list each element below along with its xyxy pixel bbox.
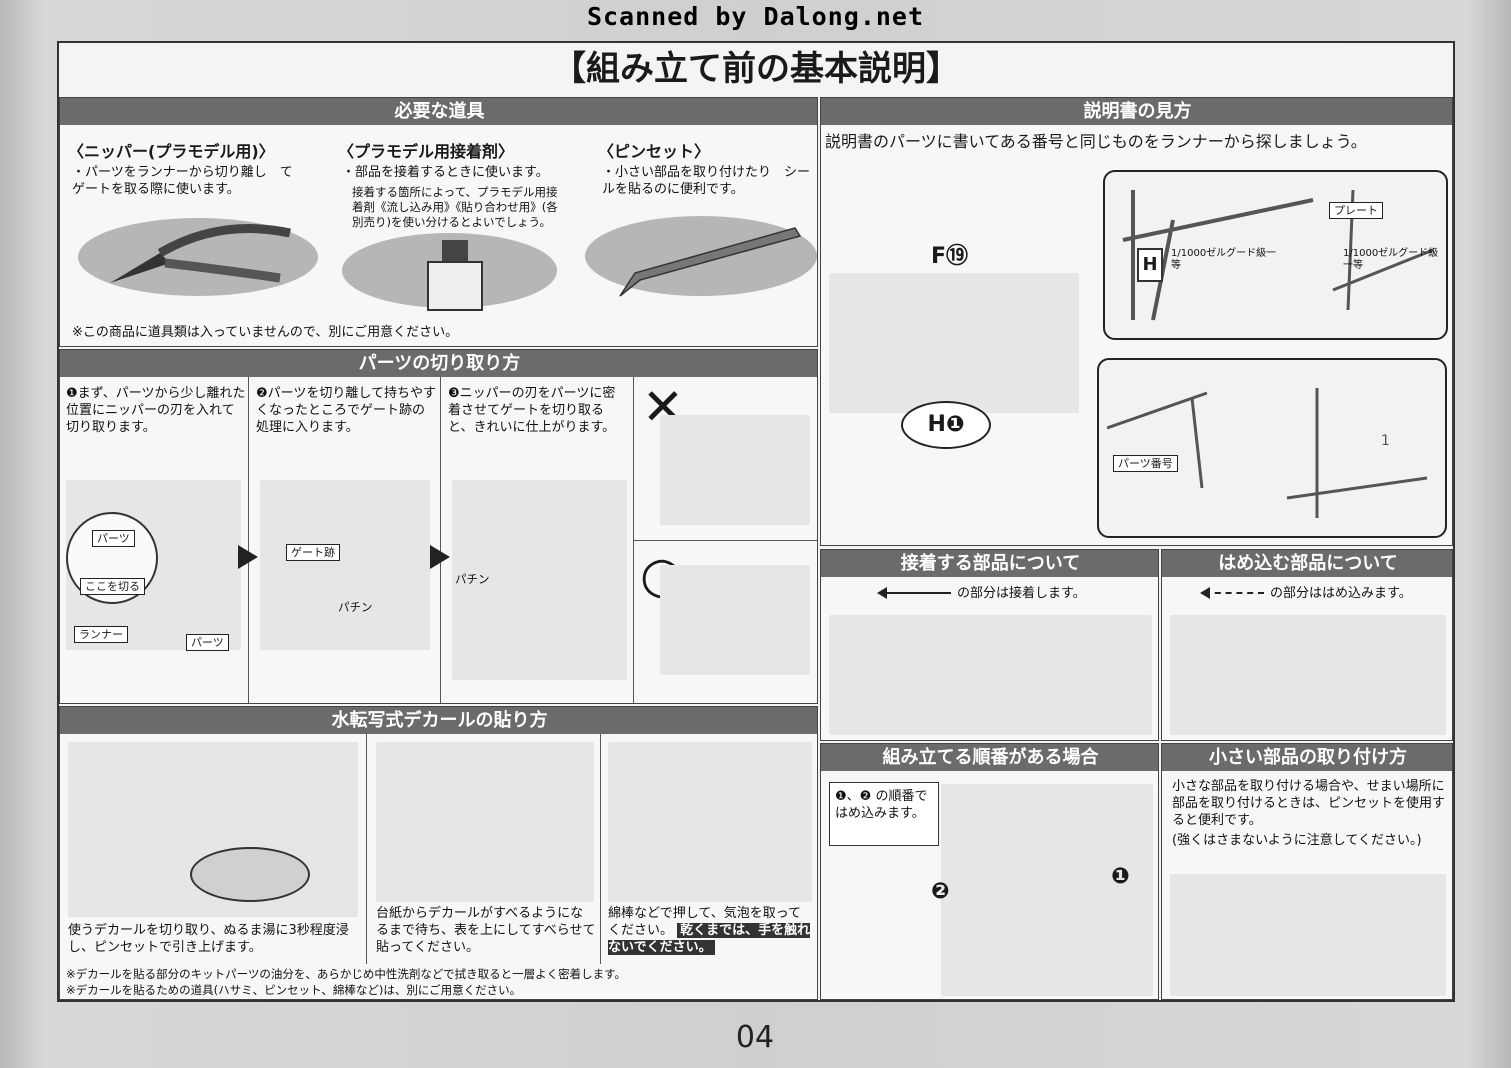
order-header: 組み立てる順番がある場合 bbox=[821, 744, 1158, 771]
decal-header: 水転写式デカールの貼り方 bbox=[60, 707, 817, 734]
manual-section: 説明書の見方 説明書のパーツに書いてある番号と同じものをランナーから探しましょう… bbox=[820, 97, 1453, 546]
small-parts-header: 小さい部品の取り付け方 bbox=[1162, 744, 1452, 771]
glue-title: 〈プラモデル用接着剤〉 bbox=[338, 142, 515, 161]
label-part-number: パーツ番号 bbox=[1113, 455, 1178, 472]
order-section: 組み立てる順番がある場合 ❶、❷ の順番ではめ込みます。 ❷ ❶ bbox=[820, 743, 1159, 1000]
manual-desc: 説明書のパーツに書いてある番号と同じものをランナーから探しましょう。 bbox=[825, 132, 1367, 151]
watermark: Scanned by Dalong.net bbox=[586, 2, 925, 31]
label-f19: F⑲ bbox=[931, 244, 969, 269]
decal-step3-a: 綿棒などで押して、気泡を取ってください。 bbox=[608, 906, 802, 938]
label-snap-1: パチン bbox=[338, 600, 373, 614]
tweezers-desc: ・小さい部品を取り付けたり シールを貼るのに便利です。 bbox=[602, 165, 811, 197]
h1-ellipse bbox=[901, 401, 991, 449]
small-parts-note: (強くはさまないように注意してください。) bbox=[1172, 833, 1422, 848]
part-number-drawing bbox=[1107, 388, 1428, 518]
arrow-2 bbox=[430, 545, 450, 569]
tweezers-block: 〈ピンセット〉 ・小さい部品を取り付けたり シールを貼るのに便利です。 bbox=[598, 138, 813, 198]
fit-parts-section: はめ込む部品について の部分ははめ込みます。 bbox=[1161, 549, 1453, 741]
label-runner: ランナー bbox=[74, 626, 128, 643]
decal-note-1: ※デカールを貼る部分のキットパーツの油分を、あらかじめ中性洗剤などで拭き取ると一… bbox=[66, 967, 627, 981]
ship-illustration bbox=[829, 273, 1079, 413]
plate-text-right: 1/1000ゼルグード級一等 bbox=[1343, 248, 1439, 271]
manual-header: 説明書の見方 bbox=[821, 98, 1452, 125]
bad-example-illustration bbox=[660, 415, 810, 525]
glue-legend-line bbox=[881, 592, 951, 594]
decal-step2: 台紙からデカールがすべるようになるまで待ち、表を上にしてすべらせて貼ってください… bbox=[376, 906, 596, 955]
decal-section: 水転写式デカールの貼り方 使うデカールを切り取り、ぬるま湯に3秒程度浸し、ピンセ… bbox=[59, 706, 818, 1000]
decal-step1: 使うデカールを切り取り、ぬるま湯に3秒程度浸し、ピンセットで引き上げます。 bbox=[68, 923, 349, 955]
cutting-section: パーツの切り取り方 ❶まず、パーツから少し離れた位置にニッパーの刃を入れて切り取… bbox=[59, 349, 818, 704]
small-parts-desc: 小さな部品を取り付ける場合や、せまい場所に部品を取り付けるときは、ピンセットを使… bbox=[1172, 779, 1446, 828]
order-note-box bbox=[829, 782, 939, 846]
glue-note: 接着する箇所によって、プラモデル用接着剤《流し込み用》《貼り合わせ用》(各別売り… bbox=[352, 185, 558, 229]
glue-parts-section: 接着する部品について の部分は接着します。 bbox=[820, 549, 1159, 741]
decal-step2-illustration bbox=[376, 742, 594, 902]
label-cut-here: ここを切る bbox=[80, 578, 145, 595]
water-dish bbox=[190, 847, 310, 902]
tweezers-title: 〈ピンセット〉 bbox=[598, 142, 711, 161]
arrow-1 bbox=[238, 545, 258, 569]
plate-text-left: 1/1000ゼルグード級一等 bbox=[1171, 248, 1277, 271]
page-number: 04 bbox=[735, 1020, 775, 1055]
label-gate-mark: ゲート跡 bbox=[286, 544, 340, 561]
label-snap-2: パチン bbox=[455, 572, 490, 586]
fit-parts-header: はめ込む部品について bbox=[1162, 550, 1452, 577]
cutting-step3: ❸ニッパーの刃をパーツに密着させてゲートを切り取ると、きれいに仕上がります。 bbox=[448, 386, 616, 435]
small-parts-illustration bbox=[1170, 874, 1446, 996]
cutting-header: パーツの切り取り方 bbox=[60, 350, 817, 377]
part-number-callout bbox=[1097, 358, 1447, 538]
tools-section: 必要な道具 〈ニッパー(プラモデル用)〉 ・パーツをランナーから切り離し てゲー… bbox=[59, 97, 818, 347]
order-step-2: ❷ bbox=[931, 879, 950, 904]
label-parts: パーツ bbox=[92, 530, 135, 547]
nipper-block: 〈ニッパー(プラモデル用)〉 ・パーツをランナーから切り離し てゲートを取る際に… bbox=[68, 138, 318, 198]
cutting-step1: ❶まず、パーツから少し離れた位置にニッパーの刃を入れて切り取ります。 bbox=[66, 386, 246, 435]
step3-illustration bbox=[452, 480, 627, 680]
label-parts-2: パーツ bbox=[186, 634, 229, 651]
good-example-illustration bbox=[660, 565, 810, 675]
page-title: 【組み立て前の基本説明】 bbox=[552, 49, 960, 89]
glue-bottle-illustration bbox=[427, 240, 483, 311]
cutting-step2: ❷パーツを切り離して持ちやすくなったところでゲート跡の処理に入ります。 bbox=[256, 386, 437, 435]
decal-note-2: ※デカールを貼るための道具(ハサミ、ピンセット、綿棒など)は、別にご用意ください… bbox=[66, 983, 522, 997]
label-plate: プレート bbox=[1329, 202, 1383, 219]
part-number-digit: 1 bbox=[1381, 433, 1390, 449]
decal-step3: 綿棒などで押して、気泡を取ってください。 乾くまでは、手を触れないでください。 bbox=[608, 905, 813, 956]
fit-parts-illustration bbox=[1170, 615, 1446, 735]
nipper-illustration bbox=[110, 224, 291, 283]
fit-legend-line bbox=[1204, 592, 1264, 594]
decal-step3-illustration bbox=[608, 742, 812, 902]
glue-parts-header: 接着する部品について bbox=[821, 550, 1158, 577]
glue-block: 〈プラモデル用接着剤〉 ・部品を接着するときに使います。 接着する箇所によって、… bbox=[338, 138, 588, 230]
plate-panel-left: H bbox=[1137, 248, 1163, 282]
tools-footnote: ※この商品に道具類は入っていませんので、別にご用意ください。 bbox=[72, 325, 459, 340]
plate-runner-drawing bbox=[1122, 189, 1434, 321]
glue-desc: ・部品を接着するときに使います。 bbox=[342, 165, 549, 180]
nipper-title: 〈ニッパー(プラモデル用)〉 bbox=[68, 142, 275, 161]
order-note: ❶、❷ の順番ではめ込みます。 bbox=[835, 789, 928, 821]
step2-illustration bbox=[260, 480, 430, 650]
label-h1: H❶ bbox=[927, 412, 965, 437]
small-parts-section: 小さい部品の取り付け方 小さな部品を取り付ける場合や、せまい場所に部品を取り付け… bbox=[1161, 743, 1453, 1000]
tweezers-illustration bbox=[619, 227, 802, 297]
glue-legend: の部分は接着します。 bbox=[957, 586, 1086, 601]
glue-parts-illustration bbox=[829, 615, 1152, 735]
nipper-desc: ・パーツをランナーから切り離し てゲートを取る際に使います。 bbox=[72, 165, 293, 197]
tools-header: 必要な道具 bbox=[60, 98, 817, 125]
order-step-1: ❶ bbox=[1111, 864, 1130, 889]
fit-legend: の部分ははめ込みます。 bbox=[1270, 586, 1412, 601]
order-illustration bbox=[941, 784, 1153, 996]
